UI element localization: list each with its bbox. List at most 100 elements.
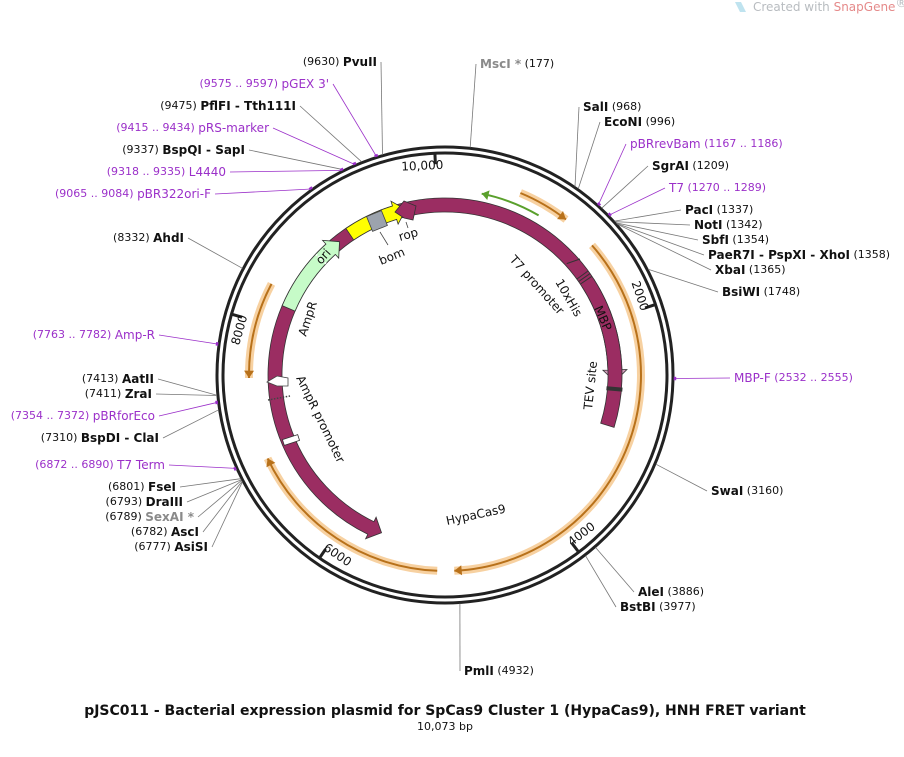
site-bstbi-name: BstBI xyxy=(620,600,656,614)
site-aatii-label: (7413) AatII xyxy=(82,372,154,386)
tick-label: 10,000 xyxy=(401,158,444,174)
site-labels-layer: (9630) PvuII (9475) PflFI - Tth111I (9337)… xyxy=(11,55,890,678)
site-econi-leader xyxy=(577,121,601,189)
primer-mbp-f-name: MBP-F xyxy=(734,371,771,385)
site-xbai-name: XbaI xyxy=(715,263,745,277)
site-paci-label: PacI (1337) xyxy=(685,203,753,217)
orf-arrowhead xyxy=(454,565,463,576)
site-swai-label: SwaI (3160) xyxy=(711,484,783,498)
site-bspqi-sapi-name: BspQI - SapI xyxy=(162,143,245,157)
site-swai-name: SwaI xyxy=(711,484,743,498)
primer-l4440-name: L4440 xyxy=(189,165,226,179)
feature-label-tev-site: TEV site xyxy=(581,361,600,412)
primer-pgex-3: (9575 .. 9597) pGEX 3' xyxy=(199,77,329,91)
site-bspdi-clai-name: BspDI - ClaI xyxy=(81,431,159,445)
feature-10xhis-mark xyxy=(576,270,589,280)
site-sgrai: SgrAI (1209) xyxy=(652,159,729,173)
primer-t7-name: T7 xyxy=(668,181,684,195)
site-bsiwi: BsiWI (1748) xyxy=(722,285,800,299)
site-alei-name: AleI xyxy=(638,585,664,599)
primer-prs-marker-name: pRS-marker xyxy=(198,121,269,135)
primer-pgex-3-leader xyxy=(332,83,377,157)
primer-amp-r-label: (7763 .. 7782) Amp-R xyxy=(33,328,155,342)
site-sgrai-name: SgrAI xyxy=(652,159,689,173)
orf-layer xyxy=(244,189,645,576)
site-msci: MscI * (177) xyxy=(480,57,554,71)
feature-dotted-mark xyxy=(510,523,519,537)
site-sbfi-leader xyxy=(616,222,699,241)
site-zrai-name: ZraI xyxy=(125,387,152,401)
primer-t7-term-label: (6872 .. 6890) T7 Term xyxy=(35,458,165,472)
site-zrai-position: (7411) xyxy=(85,387,122,400)
site-sbfi: SbfI (1354) xyxy=(702,233,769,247)
primer-mbp-f-leader xyxy=(673,377,731,379)
site-aatii-name: AatII xyxy=(122,372,154,386)
feature-label-mbp: MBP xyxy=(591,304,614,333)
site-bsiwi-position: (1748) xyxy=(764,285,801,298)
site-pvuii-leader xyxy=(380,61,383,155)
primer-pbrforeco-position: (7354 .. 7372) xyxy=(11,409,90,422)
feature-dotted-mark xyxy=(315,253,327,265)
site-pvuii-label: (9630) PvuII xyxy=(303,55,377,69)
site-bspdi-clai-label: (7310) BspDI - ClaI xyxy=(41,431,159,445)
site-aatii-position: (7413) xyxy=(82,372,119,385)
primer-pbrrevbam-leader xyxy=(597,143,627,206)
watermark-mark: ® xyxy=(895,0,904,10)
backbone-inner-ring xyxy=(221,151,669,599)
primer-t7-mark xyxy=(607,212,612,217)
site-pmli-position: (4932) xyxy=(497,664,534,677)
site-bstbi-label: BstBI (3977) xyxy=(620,600,696,614)
site-noti-position: (1342) xyxy=(726,218,763,231)
primer-l4440-position: (9318 .. 9335) xyxy=(107,165,186,178)
site-draiii-label: (6793) DraIII xyxy=(106,495,183,509)
primer-pbr322ori-f-name: pBR322ori-F xyxy=(137,187,211,201)
site-draiii: (6793) DraIII xyxy=(106,495,183,509)
watermark-prefix: Created with xyxy=(753,0,834,14)
feature-dotted-mark xyxy=(267,395,291,401)
site-pflfi-tth111i-position: (9475) xyxy=(160,99,197,112)
site-paci: PacI (1337) xyxy=(685,203,753,217)
primer-pbrrevbam-position: (1167 .. 1186) xyxy=(704,137,783,150)
site-asisi-leader xyxy=(211,481,243,548)
primer-pbrrevbam-mark xyxy=(596,202,602,207)
site-asisi-position: (6777) xyxy=(134,540,171,553)
site-fsei-name: FseI xyxy=(148,480,176,494)
site-paci-position: (1337) xyxy=(717,203,754,216)
primer-pgex-3-mark xyxy=(374,153,379,158)
primer-mbp-f: MBP-F (2532 .. 2555) xyxy=(734,371,853,385)
feature-small-arrow xyxy=(266,375,289,387)
primer-t7-position: (1270 .. 1289) xyxy=(687,181,766,194)
watermark-brand: SnapGene xyxy=(834,0,896,14)
site-asci-position: (6782) xyxy=(131,525,168,538)
site-noti-leader xyxy=(615,221,691,226)
feature-label-rop: rop xyxy=(397,225,420,244)
primer-pbrforeco-leader xyxy=(158,401,218,417)
site-bspqi-sapi-position: (9337) xyxy=(122,143,159,156)
site-bstbi-position: (3977) xyxy=(659,600,696,613)
primer-amp-r-position: (7763 .. 7782) xyxy=(33,328,112,341)
site-asisi-label: (6777) AsiSI xyxy=(134,540,208,554)
site-paer7i-pspxi-xhoi-leader xyxy=(616,223,705,256)
snapgene-logo-icon xyxy=(735,2,746,12)
site-msci-label: MscI * (177) xyxy=(480,57,554,71)
primer-pbr322ori-f-position: (9065 .. 9084) xyxy=(55,187,134,200)
site-asci-label: (6782) AscI xyxy=(131,525,199,539)
site-swai-position: (3160) xyxy=(747,484,784,497)
site-pflfi-tth111i: (9475) PflFI - Tth111I xyxy=(160,99,296,113)
site-bspdi-clai-leader xyxy=(162,409,219,439)
primer-amp-r-name: Amp-R xyxy=(115,328,155,342)
primer-amp-r: (7763 .. 7782) Amp-R xyxy=(33,328,155,342)
site-bspdi-clai-position: (7310) xyxy=(41,431,78,444)
site-sbfi-label: SbfI (1354) xyxy=(702,233,769,247)
site-pflfi-tth111i-name: PflFI - Tth111I xyxy=(200,99,296,113)
site-sexai-label: (6789) SexAI * xyxy=(105,510,195,524)
site-pmli-label: PmlI (4932) xyxy=(464,664,534,678)
feature-t7-promoter-mark xyxy=(566,258,581,265)
site-pvuii: (9630) PvuII xyxy=(303,55,377,69)
site-bspqi-sapi: (9337) BspQI - SapI xyxy=(122,143,245,157)
site-ahdi-label: (8332) AhdI xyxy=(113,231,184,245)
site-msci-leader xyxy=(469,63,477,148)
feature-tev-site xyxy=(606,386,623,392)
site-paer7i-pspxi-xhoi-name: PaeR7I - PspXI - XhoI xyxy=(708,248,850,262)
site-pvuii-name: PvuII xyxy=(343,55,377,69)
